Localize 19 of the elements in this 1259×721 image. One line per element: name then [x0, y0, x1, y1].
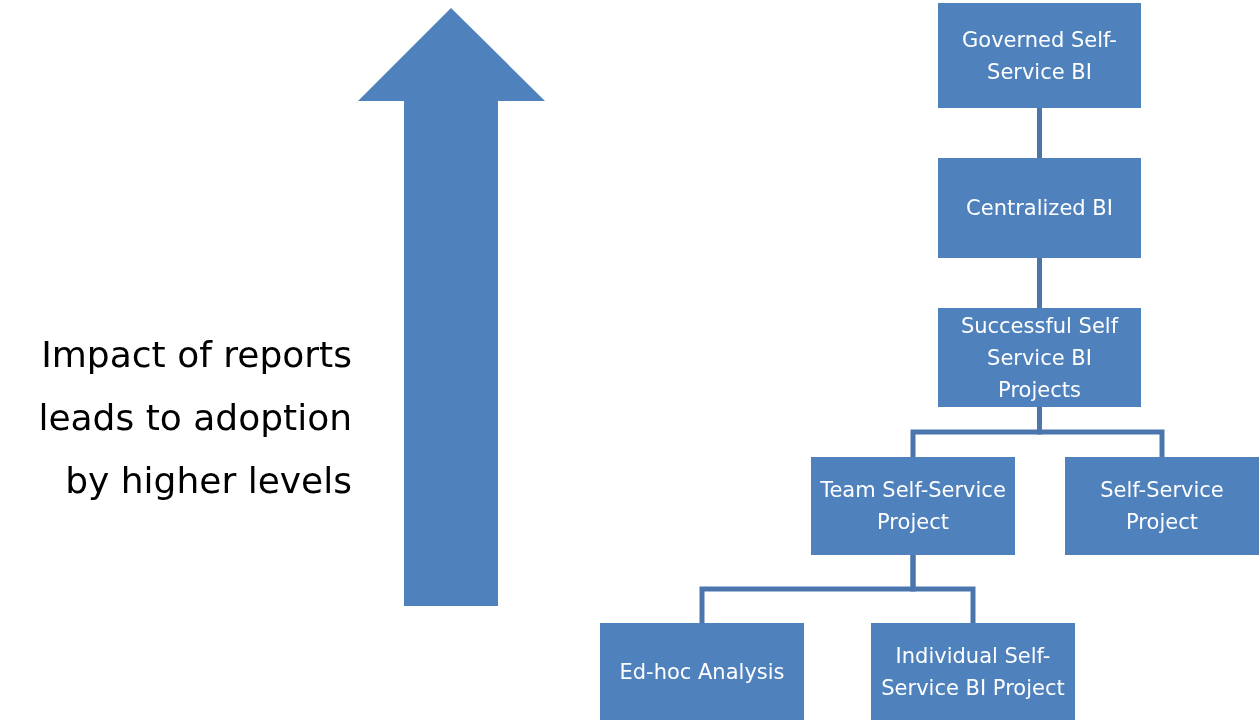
- box-label: Team Self-Service Project: [819, 477, 1007, 536]
- box-label: Self-Service Project: [1099, 477, 1225, 536]
- box-label: Successful Self Service BI Projects: [959, 312, 1120, 404]
- process-box: [1065, 457, 1259, 555]
- connector-line: [1037, 108, 1042, 158]
- process-box: [600, 623, 804, 720]
- process-box: [938, 308, 1141, 407]
- box-label: Centralized BI: [966, 195, 1113, 222]
- process-box: [938, 158, 1141, 258]
- connector-line: [1037, 258, 1042, 308]
- process-box: [938, 3, 1141, 108]
- process-box: [811, 457, 1015, 555]
- process-box: [871, 623, 1075, 720]
- box-label: Governed Self-Service BI: [961, 26, 1118, 86]
- box-label: Ed-hoc Analysis: [619, 658, 785, 686]
- connector-line: [1037, 407, 1165, 457]
- connector-line: [910, 555, 976, 623]
- annotation-text: Impact of reports leads to adoption by higher levels: [37, 333, 352, 503]
- box-label: Individual Self-Service BI Project: [880, 642, 1066, 702]
